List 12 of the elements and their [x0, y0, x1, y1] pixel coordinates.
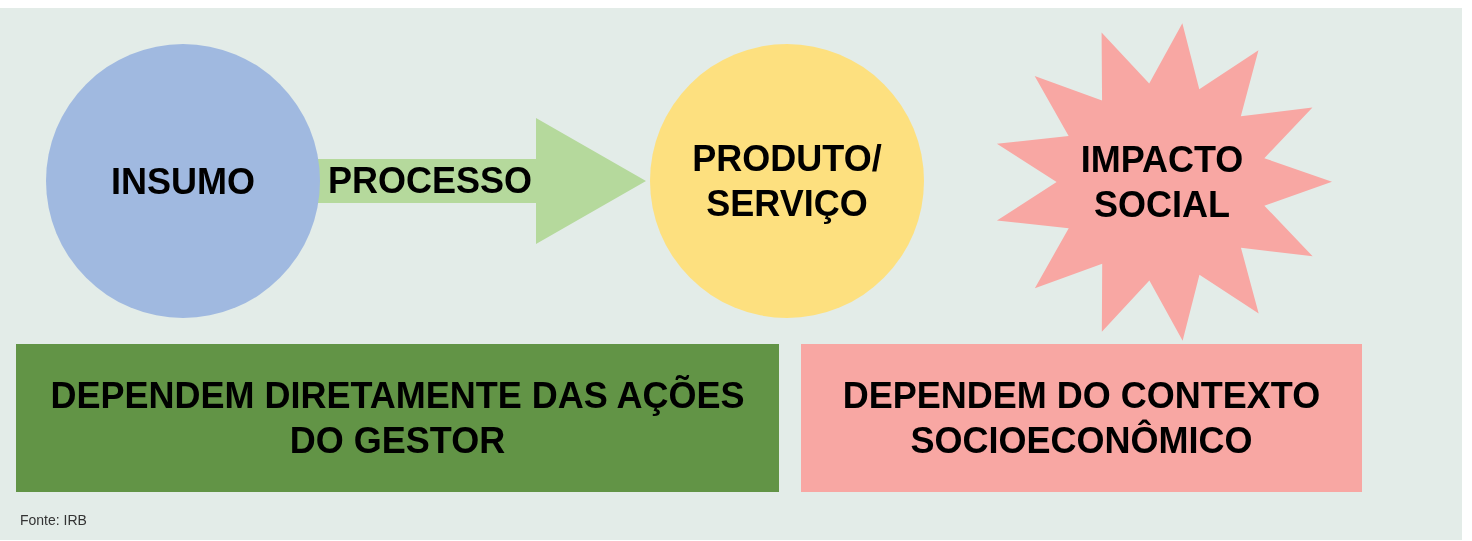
block-arrow [318, 118, 646, 244]
node-label: INSUMO [111, 159, 255, 204]
source-note: Fonte: IRB [20, 511, 87, 530]
context-panel [801, 344, 1362, 492]
node-label: IMPACTO SOCIAL [1079, 138, 1245, 227]
direct-actions-panel [16, 344, 779, 492]
node-label: PRODUTO/ SERVIÇO [691, 137, 883, 226]
edge-label: PROCESSO [328, 159, 533, 203]
input-circle [46, 44, 320, 318]
output-circle [650, 44, 924, 318]
node-label: DEPENDEM DO CONTEXTO SOCIOECONÔMICO [841, 374, 1322, 463]
node-label: DEPENDEM DIRETAMENTE DAS AÇÕES DO GESTOR [49, 374, 746, 463]
